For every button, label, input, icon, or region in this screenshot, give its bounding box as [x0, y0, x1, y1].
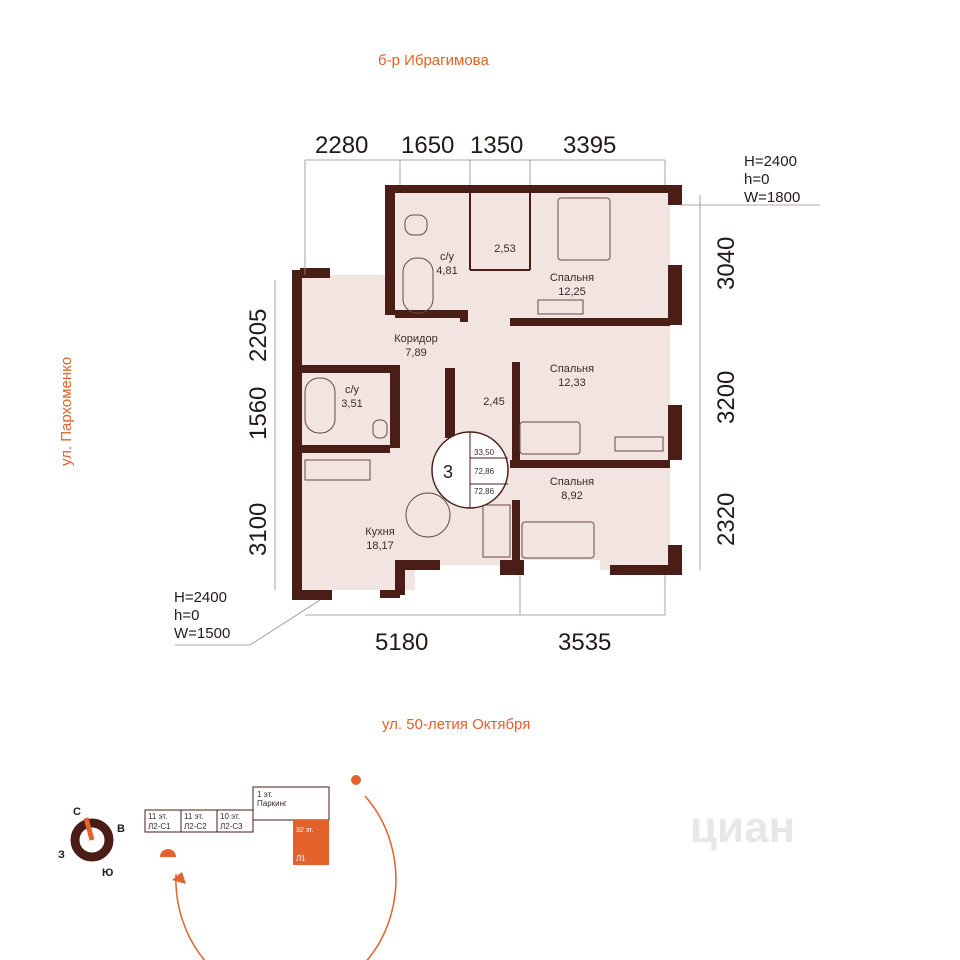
street-south: ул. 50-летия Октября: [382, 716, 531, 733]
dim-top-4: 3395: [563, 132, 616, 159]
rooms-count: 3: [443, 462, 453, 482]
sofa-icon: [482, 504, 511, 558]
room-kitchen-name: Кухня: [365, 526, 394, 538]
highlighted-floors: 32 эт.: [296, 827, 314, 834]
compass-west: З: [58, 849, 65, 861]
room-kitchen-area: 18,17: [366, 540, 394, 552]
compass: С В Ю З: [58, 806, 125, 879]
room-bed2-name: Спальня: [550, 363, 594, 375]
dim-top-3: 1350: [470, 132, 523, 159]
sun-icon: [351, 775, 361, 785]
compass-north: С: [73, 806, 81, 818]
room-bath2-area: 3,51: [341, 398, 362, 410]
window-tr-h: H=2400: [744, 153, 797, 170]
furniture: [304, 197, 664, 559]
dim-top-1: 2280: [315, 132, 368, 159]
room-bed3-area: 8,92: [561, 490, 582, 502]
bathtub-1-icon: [402, 257, 434, 314]
room-hall-name: Коридор: [394, 333, 437, 345]
compass-east: В: [117, 823, 125, 835]
sun-path: [160, 775, 397, 960]
watermark: циан: [690, 803, 795, 852]
block-3-floors: 10 эт.: [220, 812, 240, 821]
dimension-lines: [175, 159, 820, 646]
summary-badge: 3 33,50 72,86 72,86: [431, 431, 509, 509]
toilet-1-icon: [404, 214, 428, 236]
bed-3-icon: [521, 521, 595, 559]
room-bath2-name: с/у: [345, 384, 360, 396]
compass-needle-icon: [83, 817, 95, 841]
dim-bottom-2: 3535: [558, 629, 611, 656]
sunset-icon: [160, 849, 176, 857]
room-bath1-name: с/у: [440, 251, 455, 263]
dim-left-3: 3100: [245, 503, 272, 556]
toilet-2-icon: [372, 419, 388, 439]
dim-bottom-1: 5180: [375, 629, 428, 656]
room-bed2-area: 12,33: [558, 377, 586, 389]
wardrobe-2-icon: [614, 436, 664, 452]
room-bed1-area: 12,25: [558, 286, 586, 298]
wardrobe-1-icon: [537, 299, 584, 315]
arrow-head-icon: [172, 872, 186, 884]
window-tr-hs: h=0: [744, 171, 769, 188]
window-bl-w: W=1500: [174, 625, 230, 642]
room-bed1-name: Спальня: [550, 272, 594, 284]
compass-south: Ю: [102, 867, 113, 879]
street-north: б-р Ибрагимова: [378, 52, 489, 69]
dim-right-1: 3040: [713, 237, 740, 290]
room-bed3-name: Спальня: [550, 476, 594, 488]
bathtub-2-icon: [304, 377, 336, 434]
block-1-code: Л2-С1: [148, 822, 171, 831]
room-hall-area: 7,89: [405, 347, 426, 359]
dim-left-1: 2205: [245, 309, 272, 362]
bed-1-icon: [557, 197, 611, 261]
compass-ring-icon: [70, 818, 114, 862]
bed-2-icon: [519, 421, 581, 455]
block-2-code: Л2-С2: [184, 822, 207, 831]
total-area: 72,86: [474, 467, 495, 476]
highlighted-code: Л1: [296, 854, 306, 863]
block-2-floors: 11 эт.: [184, 812, 203, 821]
room-bath1-area: 4,81: [436, 265, 457, 277]
window-tr-w: W=1800: [744, 189, 800, 206]
dim-right-2: 3200: [713, 371, 740, 424]
room-storage1-area: 2,53: [494, 243, 515, 255]
block-1-floors: 11 эт.: [148, 812, 167, 821]
dim-left-2: 1560: [245, 387, 272, 440]
parking-label: Паркинг: [257, 799, 287, 808]
living-area: 33,50: [474, 448, 495, 457]
dim-right-3: 2320: [713, 493, 740, 546]
dining-table-icon: [405, 492, 451, 538]
window-bl-hs: h=0: [174, 607, 199, 624]
total-area-2: 72,86: [474, 487, 495, 496]
parking-floors: 1 эт.: [257, 790, 273, 799]
window-bl-h: H=2400: [174, 589, 227, 606]
site-plan: 11 эт. Л2-С1 11 эт. Л2-С2 10 эт. Л2-С3 1…: [144, 786, 330, 865]
dim-top-2: 1650: [401, 132, 454, 159]
walls: [292, 185, 682, 600]
block-3-code: Л2-С3: [220, 822, 243, 831]
room-storage2-area: 2,45: [483, 396, 504, 408]
kitchen-counter-icon: [304, 459, 371, 481]
